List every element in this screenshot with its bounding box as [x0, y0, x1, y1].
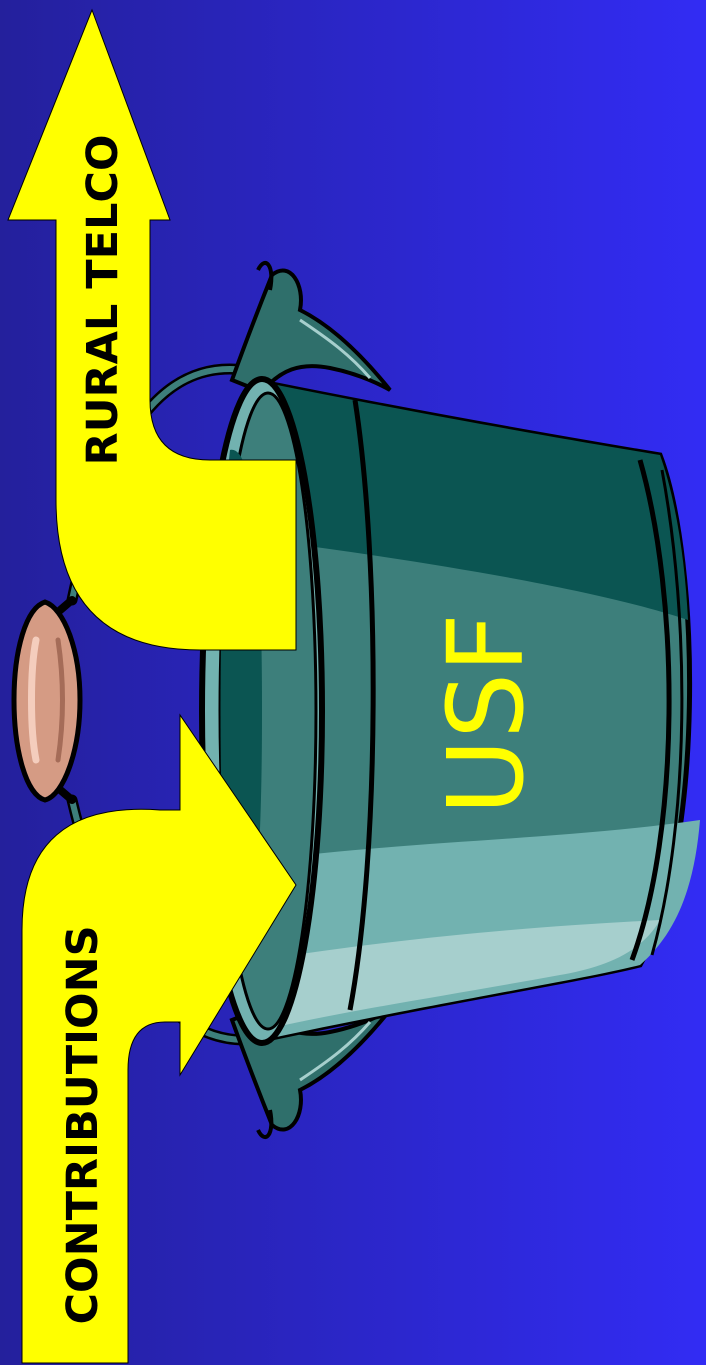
inflow-label: CONTRIBUTIONS [58, 925, 108, 1324]
wooden-handle-icon [14, 600, 80, 800]
outflow-label: RURAL TELCO [78, 134, 128, 465]
fund-label: USF [425, 613, 547, 815]
